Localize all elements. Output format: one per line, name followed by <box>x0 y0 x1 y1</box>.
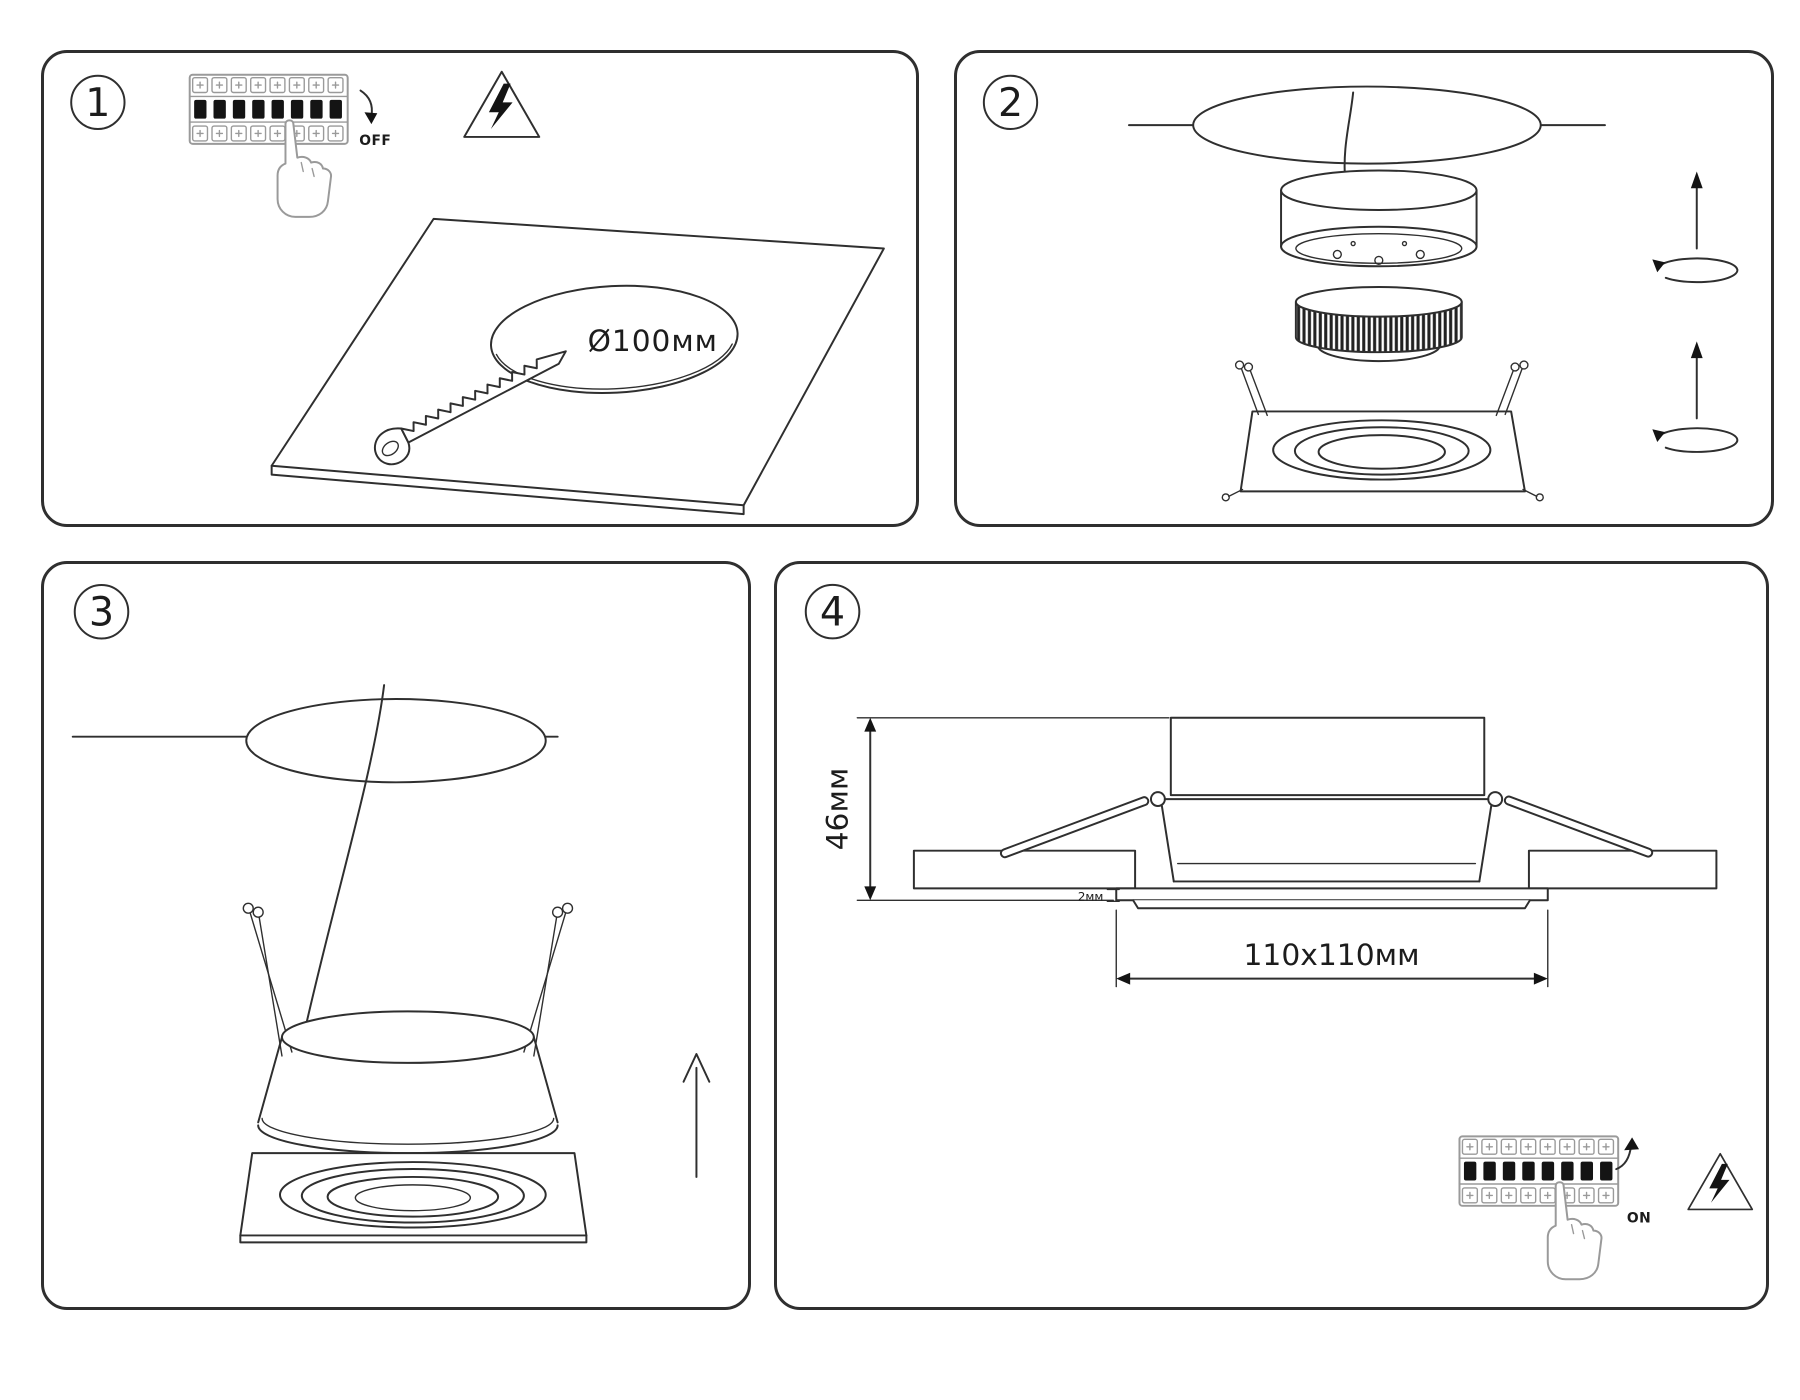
step-number-badge: 4 <box>804 583 861 640</box>
hand-icon <box>276 119 333 218</box>
switch-on-arrow <box>1615 1137 1640 1171</box>
lamp-bulb <box>1294 286 1463 363</box>
on-label: ON <box>1627 1211 1651 1227</box>
circuit-breaker-off <box>188 73 349 218</box>
hand-icon <box>1546 1181 1603 1281</box>
trim-frame <box>1221 360 1544 502</box>
step-3-illustration: 3 <box>71 583 711 1244</box>
ceiling-hole <box>71 698 559 784</box>
flange-thickness-dimension: 2мм <box>1078 888 1120 903</box>
step-number: 2 <box>998 80 1023 126</box>
step-3-panel: 3 <box>41 561 751 1310</box>
switch-off-arrow <box>359 89 378 125</box>
cutout-size-label: 110x110мм <box>1243 938 1419 973</box>
step-2-panel: 2 <box>954 50 1774 527</box>
ceiling-slab-right <box>1527 849 1718 890</box>
ceiling-cutout-illustration: Ø100мм <box>270 217 885 516</box>
lamp-housing-section <box>1169 716 1486 797</box>
ceiling-slab-left <box>912 849 1137 890</box>
hole-diameter-label: Ø100мм <box>588 324 718 358</box>
saw-icon <box>373 350 567 466</box>
rotate-arrow-bottom <box>1651 340 1739 453</box>
recessed-fixture <box>239 902 588 1244</box>
spring-clip-left <box>242 902 293 1057</box>
power-wire <box>304 684 386 1028</box>
breaker-toggles <box>1463 1161 1613 1181</box>
rotate-arrow-top <box>1651 170 1739 284</box>
spring-clip-right <box>523 902 574 1057</box>
cross-section <box>912 716 1718 910</box>
step-4-panel: 4 <box>774 561 1769 1310</box>
step-number-badge: 1 <box>70 74 126 131</box>
trim-flange-section <box>1115 887 1549 902</box>
spring-clip-right <box>1495 360 1544 502</box>
flange-thickness-label: 2мм <box>1078 889 1104 903</box>
step-1-illustration: 1 OFF <box>70 70 885 516</box>
ceiling-hole <box>1128 85 1606 183</box>
spring-clip-left <box>1221 360 1268 502</box>
spring-arm-left <box>999 796 1150 859</box>
spring-arm-right <box>1503 795 1654 858</box>
off-label: OFF <box>359 133 391 149</box>
step-number-badge: 3 <box>73 583 130 640</box>
step-2-illustration: 2 <box>982 74 1739 502</box>
height-label: 46мм <box>820 768 855 851</box>
circuit-breaker-on <box>1458 1135 1620 1281</box>
step-number: 3 <box>89 590 114 636</box>
breaker-toggles <box>194 99 342 119</box>
height-dimension: 46мм <box>820 717 1170 901</box>
lamp-housing <box>1280 169 1478 268</box>
step-1-panel: 1 OFF <box>41 50 919 527</box>
step-number: 1 <box>85 80 110 126</box>
electric-warning-icon <box>1687 1152 1754 1211</box>
cutout-size-dimension: 110x110мм <box>1115 909 1549 988</box>
step-number: 4 <box>820 590 845 636</box>
step-4-illustration: 4 <box>804 583 1754 1281</box>
step-number-badge: 2 <box>982 74 1039 131</box>
electric-warning-icon <box>463 70 541 138</box>
insert-up-arrow <box>682 1052 711 1178</box>
